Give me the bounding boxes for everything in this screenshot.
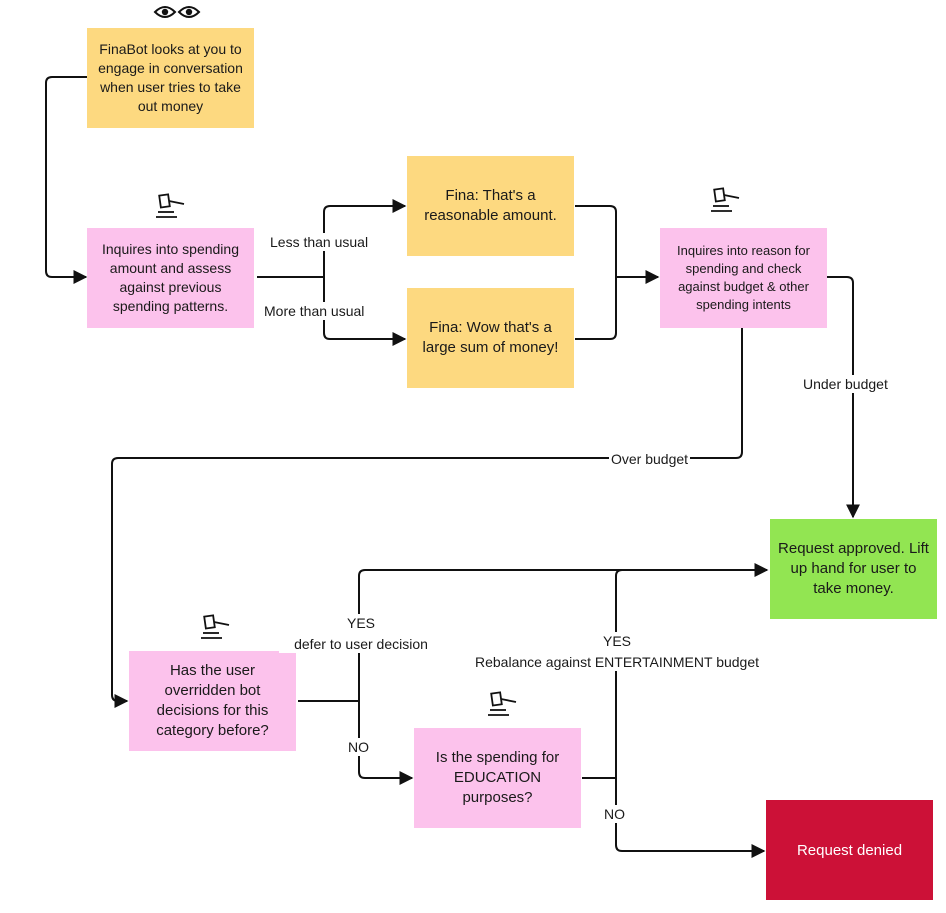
node-inquire-reason: Inquires into reason for spending and ch… bbox=[660, 228, 827, 328]
gavel-icon bbox=[201, 614, 230, 639]
label-more-than-usual: More than usual bbox=[262, 302, 367, 320]
gavel-icon bbox=[156, 193, 185, 218]
node-education: Is the spending for EDUCATION purposes? bbox=[414, 728, 581, 828]
edge-under-budget bbox=[827, 276, 860, 519]
node-approved: Request approved. Lift up hand for user … bbox=[770, 519, 937, 619]
node-large-sum: Fina: Wow that's a large sum of money! bbox=[407, 288, 574, 388]
edge-reasonable-to-reason bbox=[575, 205, 660, 284]
label-no-education: NO bbox=[602, 805, 627, 823]
label-under-budget: Under budget bbox=[801, 375, 890, 393]
node-inquire-amount: Inquires into spending amount and assess… bbox=[87, 228, 254, 328]
label-over-budget: Over budget bbox=[609, 450, 691, 468]
gavel-icon bbox=[488, 691, 517, 716]
label-yes-defer: YES defer to user decision bbox=[279, 614, 443, 653]
label-yes-rebalance: YES Rebalance against ENTERTAINMENT budg… bbox=[450, 632, 784, 671]
node-start: FinaBot looks at you to engage in conver… bbox=[87, 28, 254, 128]
label-no-override: NO bbox=[346, 738, 371, 756]
node-denied: Request denied bbox=[766, 800, 933, 900]
edge-start-to-inquire bbox=[45, 76, 88, 284]
edge-yes-defer bbox=[298, 563, 769, 702]
node-reasonable: Fina: That's a reasonable amount. bbox=[407, 156, 574, 256]
edge-more-than-usual bbox=[323, 277, 407, 346]
label-less-than-usual: Less than usual bbox=[268, 233, 371, 251]
edge-no-education bbox=[358, 701, 414, 785]
node-override: Has the user overridden bot decisions fo… bbox=[129, 651, 296, 751]
edge-less-than-usual bbox=[257, 199, 407, 278]
edge-over-budget bbox=[111, 328, 743, 708]
edge-yes-rebalance bbox=[582, 569, 623, 779]
edge-large-to-reason bbox=[575, 277, 617, 340]
eyes-icon bbox=[153, 6, 201, 18]
gavel-icon bbox=[711, 187, 740, 212]
edge-no-denied bbox=[615, 778, 766, 858]
